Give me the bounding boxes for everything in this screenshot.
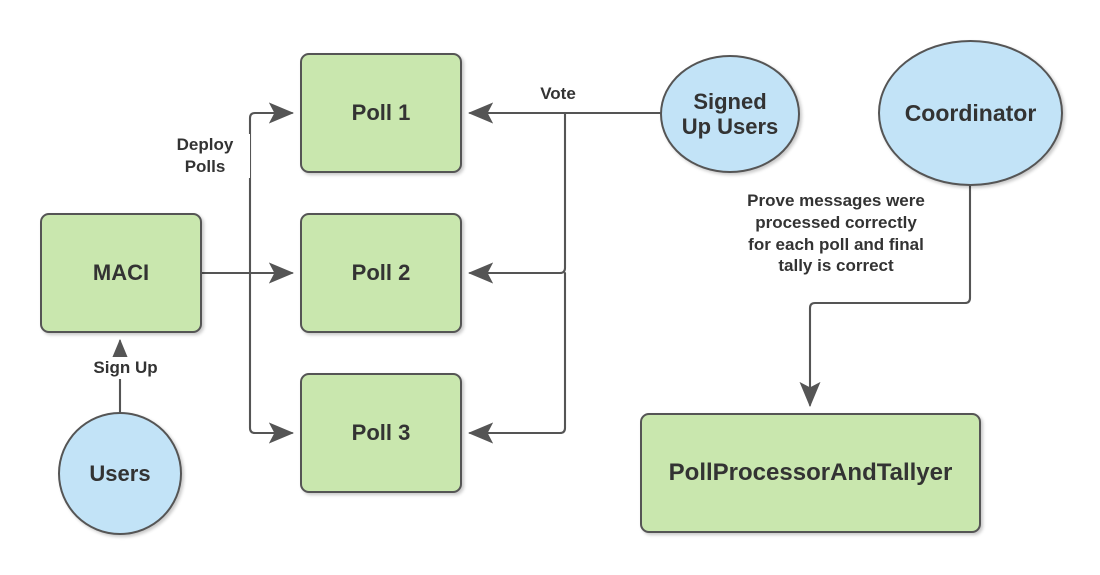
node-poll-1[interactable]: Poll 1 [300, 53, 462, 173]
edge-vote-poll3 [467, 271, 567, 444]
node-users[interactable]: Users [58, 412, 182, 535]
node-poll-2[interactable]: Poll 2 [300, 213, 462, 333]
node-poll-3[interactable]: Poll 3 [300, 373, 462, 493]
edge-label-prove-messages: Prove messages were processed correctly … [712, 190, 960, 277]
node-poll-processor-and-tallyer[interactable]: PollProcessorAndTallyer [640, 413, 981, 533]
node-signed-up-users[interactable]: Signed Up Users [660, 55, 800, 173]
edge-deploy-poll1 [248, 102, 295, 275]
edge-vote-trunk [467, 111, 567, 284]
edge-label-sign-up: Sign Up [73, 357, 178, 379]
edge-label-deploy-polls: Deploy Polls [160, 134, 250, 178]
node-maci[interactable]: MACI [40, 213, 202, 333]
edge-deploy-poll3 [248, 271, 295, 444]
edge-label-vote: Vote [528, 83, 588, 105]
node-coordinator[interactable]: Coordinator [878, 40, 1063, 186]
